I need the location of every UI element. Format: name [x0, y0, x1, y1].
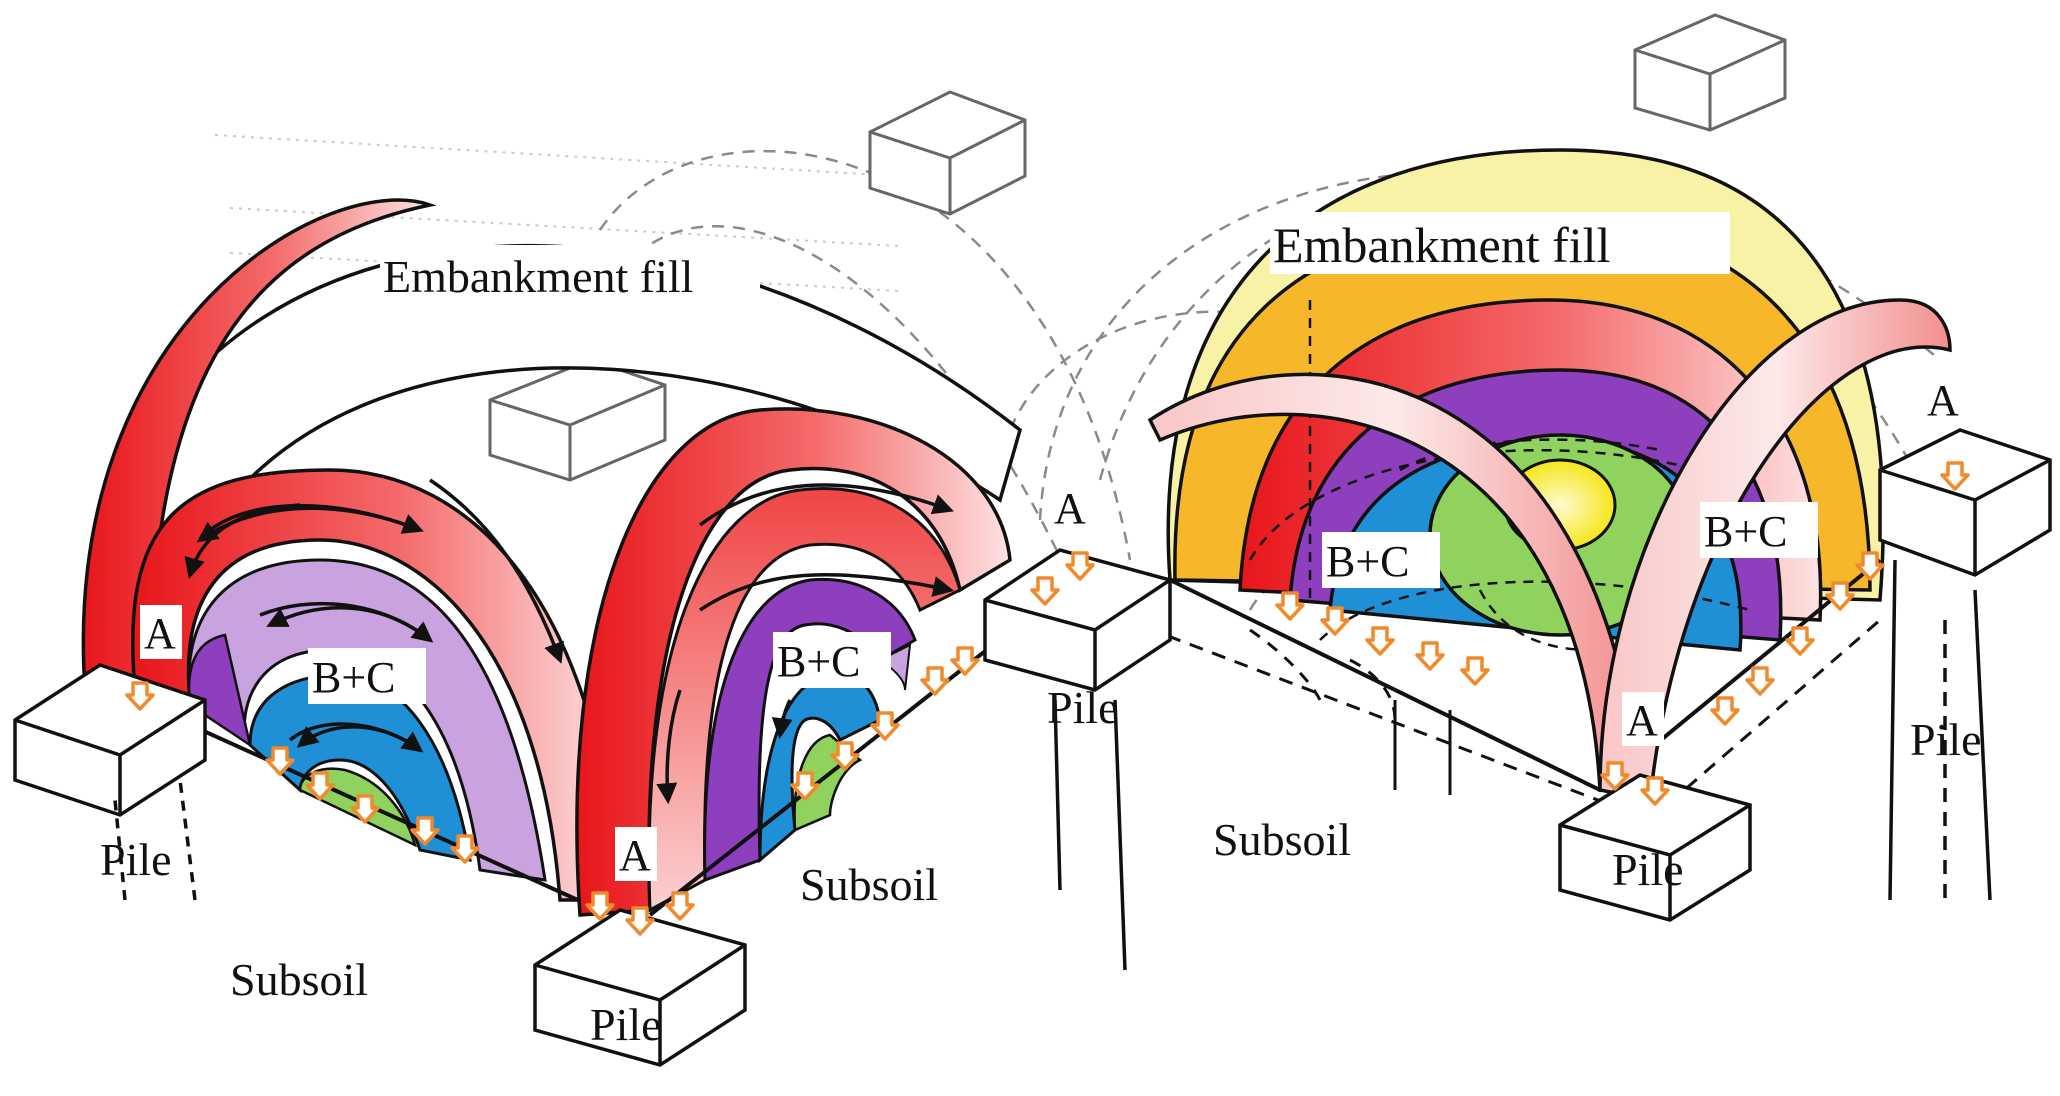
soil-element-box-top-right [1633, 13, 1787, 132]
label-bc-right: B+C [1704, 507, 1788, 556]
left-face-purple-strip [187, 633, 252, 748]
left-face-blue [248, 673, 472, 862]
label-pile-right: Pile [1910, 714, 1982, 765]
pile-mid [983, 548, 1172, 971]
label-a-mid: A [1054, 484, 1086, 533]
label-subsoil-right: Subsoil [1213, 814, 1351, 865]
label-pile-center: Pile [590, 999, 662, 1050]
label-pile-mid: Pile [1047, 682, 1119, 733]
label-bg-embankment-right [1270, 212, 1730, 274]
outer-arch-left-red [81, 198, 437, 692]
flow-arrows-middle [656, 483, 955, 805]
label-pile-left: Pile [100, 834, 172, 885]
middle-arch-red [575, 407, 1012, 917]
middle-face-purple [703, 577, 917, 883]
soil-element-box-left [488, 358, 667, 482]
left-face-lavender [187, 558, 547, 882]
label-bg-bc-mid [773, 632, 891, 688]
label-bg-a-4 [1622, 692, 1664, 746]
label-pile-dome: Pile [1612, 844, 1684, 895]
pile-center [533, 908, 747, 1067]
label-subsoil-left: Subsoil [230, 954, 368, 1005]
label-embankment-fill-right: Embankment fill [1273, 217, 1610, 273]
label-bc-dome: B+C [1326, 537, 1410, 586]
label-embankment-fill-left: Embankment fill [383, 251, 693, 302]
pile-left [13, 663, 207, 901]
label-a-center: A [619, 831, 651, 880]
label-bg-embankment-left [380, 245, 760, 303]
label-bc-left: B+C [312, 653, 396, 702]
label-bg-a-5 [1923, 372, 1965, 426]
label-a-dome: A [1626, 696, 1658, 745]
label-a-right: A [1927, 376, 1959, 425]
label-bg-a-1 [140, 605, 182, 659]
label-bg-bc-dome [1322, 532, 1440, 588]
label-bc-middle: B+C [777, 637, 861, 686]
pile-right-front [1558, 773, 1752, 922]
label-bg-bc-left [308, 648, 426, 704]
flow-arrows-left [184, 478, 564, 753]
label-bg-bc-right [1700, 502, 1818, 558]
label-a-left: A [144, 609, 176, 658]
soil-element-box-top [868, 90, 1027, 216]
label-bg-a-3 [1050, 480, 1092, 534]
subsoil-lines-right [1249, 628, 1452, 795]
label-bg-a-2 [615, 827, 657, 881]
pile-right-back [1878, 428, 2052, 901]
label-subsoil-middle: Subsoil [800, 859, 938, 910]
